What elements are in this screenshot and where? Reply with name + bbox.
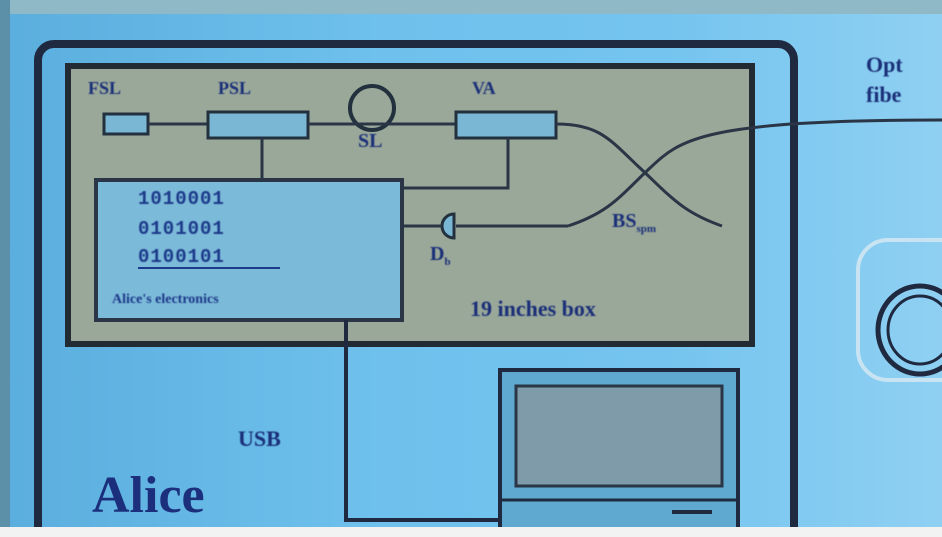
va-label: VA	[472, 78, 496, 98]
detector-label: Db	[430, 243, 451, 268]
psl-component	[206, 110, 310, 140]
detector-component	[440, 212, 456, 240]
bit-string-3: 0100101	[138, 246, 225, 268]
bit-string-1: 1010001	[138, 188, 225, 210]
detector-subscript: b	[444, 256, 451, 268]
box-size-label: 19 inches box	[470, 296, 596, 321]
bs-lower-arm	[555, 122, 723, 228]
detector-main: D	[430, 243, 445, 265]
bs-subscript: spm	[636, 223, 657, 235]
electronics-box	[94, 178, 404, 322]
fsl-component	[102, 112, 150, 136]
usb-label: USB	[238, 426, 281, 451]
usb-cable	[344, 320, 500, 522]
sl-coil	[348, 84, 396, 132]
fiber-spool-inner	[886, 294, 942, 366]
bit-string-2: 0101001	[138, 218, 225, 240]
alice-enclosure	[34, 40, 798, 537]
optical-fiber-line-2: fibe	[866, 82, 902, 107]
va-component	[454, 110, 558, 140]
alice-title: Alice	[92, 467, 205, 524]
beam-splitter-label: BSspm	[612, 210, 656, 235]
psl-label: PSL	[218, 78, 252, 98]
top-edge-strip	[0, 0, 942, 14]
spool-housing	[856, 238, 942, 382]
bottom-edge-strip	[0, 527, 942, 537]
bs-upper-arm-to-fiber	[567, 118, 942, 228]
sl-label: SL	[358, 130, 383, 152]
fsl-label: FSL	[88, 78, 122, 98]
wire-va-electronics	[402, 138, 510, 190]
laptop-screen	[514, 384, 724, 488]
left-edge-strip	[0, 0, 10, 537]
electronics-label: Alice's electronics	[112, 292, 219, 307]
bs-main: BS	[612, 210, 637, 232]
optical-fiber-line-1: Opt	[866, 52, 903, 77]
optical-fiber-label: Opt fibe	[866, 50, 903, 110]
fiber-spool-icon	[875, 283, 942, 377]
